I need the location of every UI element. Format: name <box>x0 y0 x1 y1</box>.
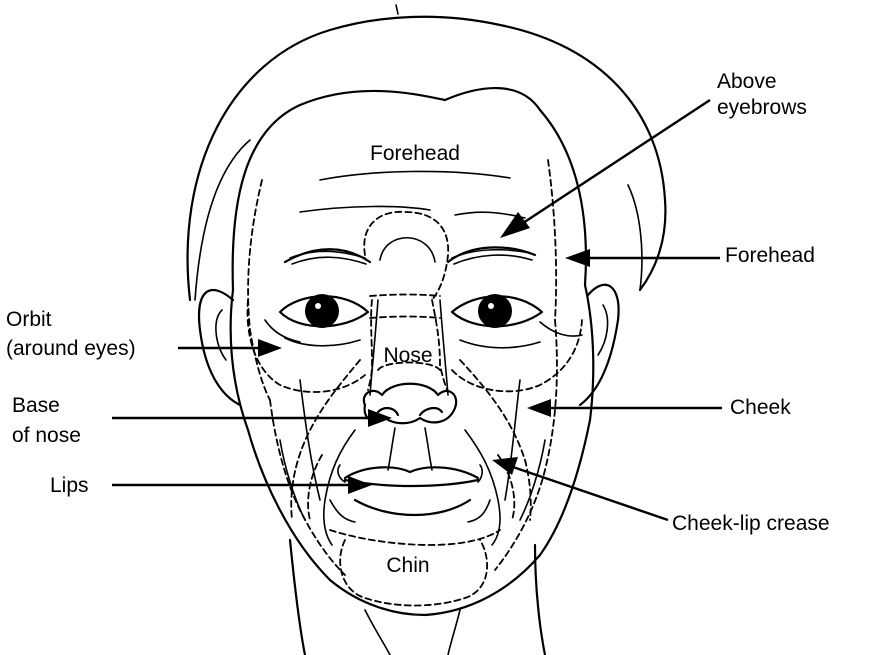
region-jaw-right <box>495 320 557 570</box>
region-nose-bridge <box>370 295 440 319</box>
top-mark <box>396 5 398 14</box>
region-lips-lower <box>330 530 500 545</box>
philtrum <box>388 428 432 470</box>
neck-crease <box>365 610 460 655</box>
nose-bridge <box>380 238 435 262</box>
label-forehead-top: Forehead <box>370 142 460 165</box>
label-orbit-2: (around eyes) <box>6 337 136 360</box>
hairline <box>233 88 586 290</box>
region-lip-left <box>308 455 322 520</box>
label-orbit-1: Orbit <box>6 308 52 331</box>
label-lips: Lips <box>50 474 89 497</box>
left-ear-inner <box>216 310 226 360</box>
right-face-wrinkles <box>505 380 545 520</box>
forehead-wrinkle-2 <box>300 206 430 212</box>
label-cheek: Cheek <box>730 396 791 419</box>
label-chin: Chin <box>386 554 429 577</box>
label-nose: Nose <box>383 344 432 367</box>
upper-lip <box>345 467 478 478</box>
region-nose-upper <box>364 212 448 300</box>
label-base-of-nose-1: Base <box>12 394 60 417</box>
right-pupil-highlight <box>488 303 494 309</box>
arrow-base-of-nose <box>112 409 392 427</box>
region-jaw-left <box>270 400 345 575</box>
nostrils <box>378 408 442 415</box>
neck-right <box>535 545 545 655</box>
left-pupil-highlight <box>315 303 321 309</box>
right-ear <box>580 285 619 405</box>
label-above-eyebrows-2: eyebrows <box>717 96 807 119</box>
label-base-of-nose-2: of nose <box>12 424 81 447</box>
region-forehead-left <box>248 180 270 400</box>
arrow-lips <box>112 476 372 494</box>
left-iris <box>305 294 339 328</box>
label-cheek-lip-crease: Cheek-lip crease <box>672 512 830 535</box>
label-forehead-side: Forehead <box>725 244 815 267</box>
region-orbit-right <box>452 320 582 391</box>
arrow-above-eyebrows <box>500 100 710 238</box>
region-forehead-right <box>548 160 556 320</box>
right-cheek-fold <box>465 430 500 545</box>
label-above-eyebrows-1: Above <box>717 70 777 93</box>
right-ear-inner <box>598 305 608 355</box>
left-face-wrinkles <box>280 380 320 520</box>
neck-left <box>290 540 305 655</box>
right-iris <box>478 294 512 328</box>
forehead-wrinkle-1 <box>320 171 510 180</box>
lower-lip <box>355 500 470 515</box>
